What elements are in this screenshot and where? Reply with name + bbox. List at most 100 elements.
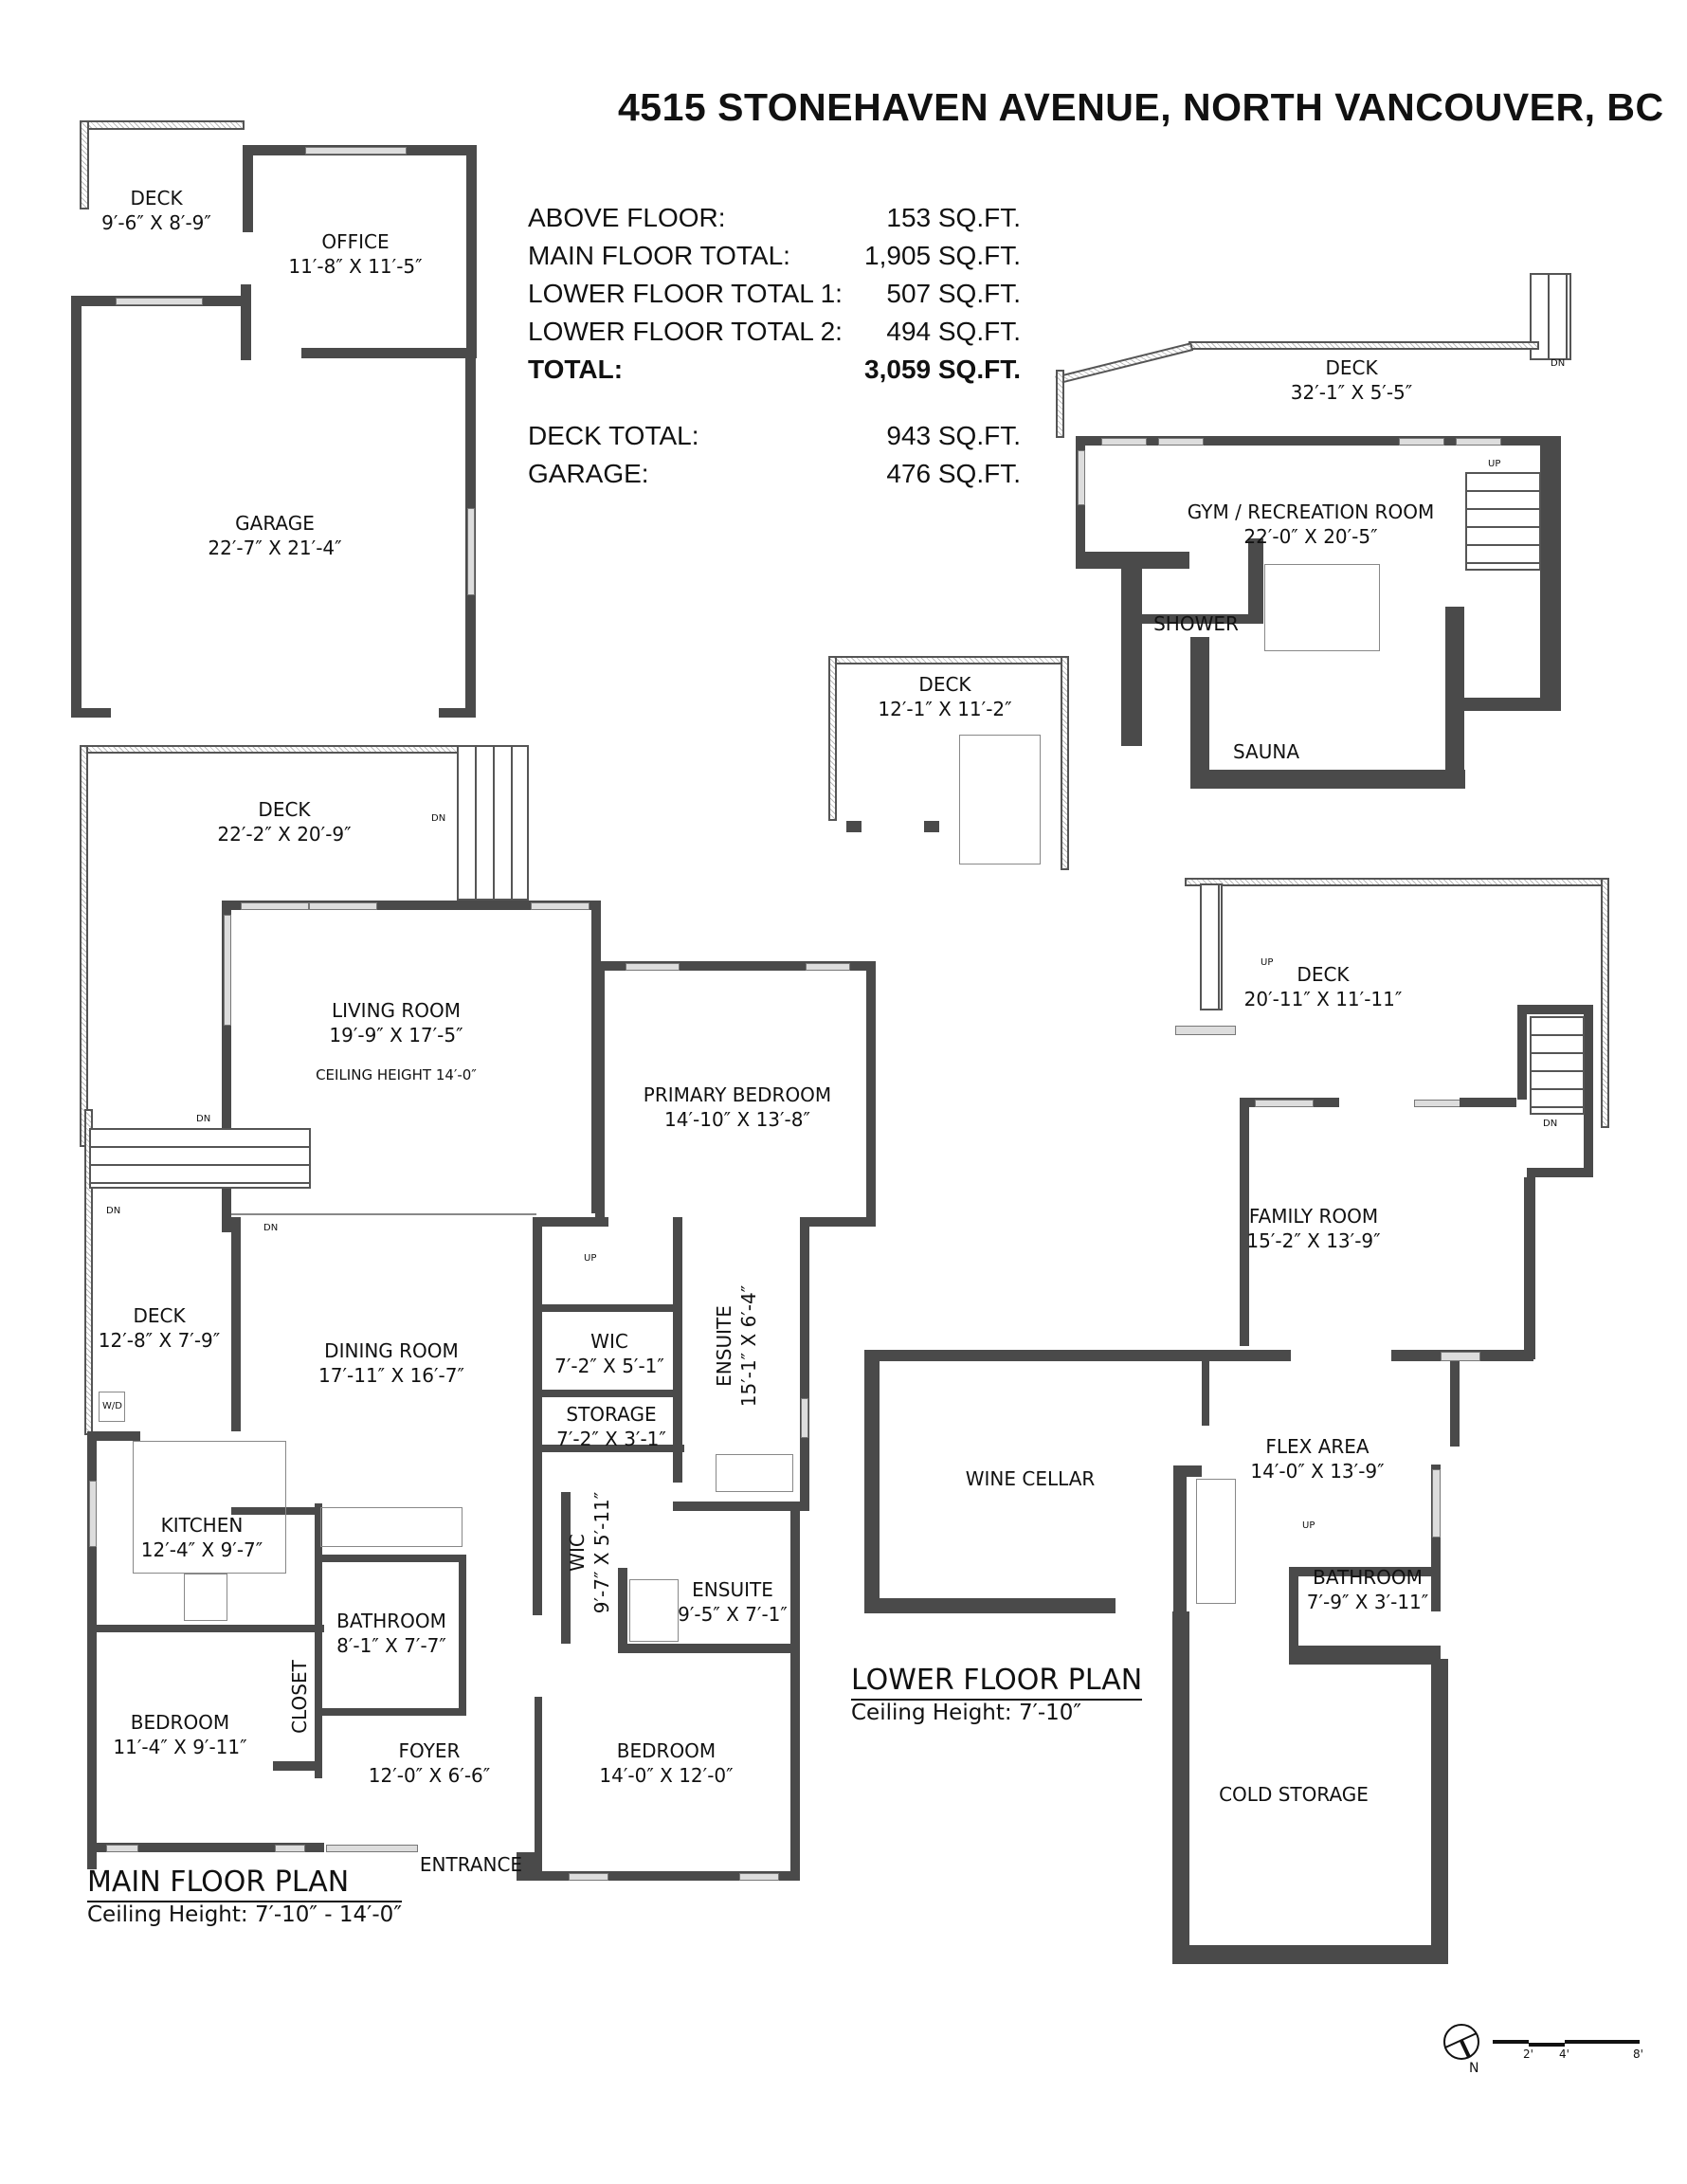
wall — [533, 1217, 608, 1227]
wall — [1517, 1005, 1593, 1014]
window — [806, 963, 850, 971]
room-cold-storage: COLD STORAGE — [1219, 1783, 1369, 1806]
wall — [1289, 1567, 1298, 1662]
window — [116, 298, 203, 305]
wall — [87, 1843, 324, 1852]
area-value: 943 SQ.FT. — [886, 421, 1021, 450]
wall — [1190, 637, 1209, 789]
wall — [1172, 1611, 1189, 1962]
area-value: 1,905 SQ.FT. — [864, 241, 1021, 270]
stair-dn-label: DN — [106, 1206, 121, 1216]
wall — [864, 1350, 1239, 1361]
room-closet: CLOSET — [288, 1660, 311, 1734]
wall — [231, 1217, 241, 1431]
area-label: ABOVE FLOOR: — [528, 203, 726, 232]
wall — [241, 284, 251, 360]
scale-tick: 2' — [1523, 2048, 1533, 2061]
wall — [1460, 1098, 1516, 1107]
area-row-lower-2: LOWER FLOOR TOTAL 2:494 SQ.FT. — [528, 313, 1021, 351]
wall — [533, 1304, 675, 1312]
wall — [800, 1217, 809, 1502]
area-label: MAIN FLOOR TOTAL: — [528, 241, 790, 270]
wall — [790, 1511, 800, 1881]
opening-line — [231, 1213, 536, 1215]
main-floor-plan-label: MAIN FLOOR PLAN Ceiling Height: 7′-10″ -… — [87, 1866, 402, 1927]
stair-dn-label: DN — [1543, 1119, 1558, 1129]
window — [1255, 1100, 1314, 1107]
room-shower: SHOWER — [1153, 612, 1239, 635]
wall — [273, 1761, 322, 1771]
wall — [1431, 1659, 1448, 1962]
stair-up-label: UP — [584, 1253, 597, 1264]
wall — [222, 901, 601, 910]
lower-floor-plan-label: LOWER FLOOR PLAN Ceiling Height: 7′-10″ — [851, 1664, 1143, 1725]
window — [275, 1845, 305, 1852]
wall — [1076, 436, 1561, 446]
window — [569, 1873, 608, 1881]
counter — [320, 1507, 463, 1547]
property-address: 4515 STONEHAVEN AVENUE, NORTH VANCOUVER,… — [618, 85, 1664, 129]
wall — [533, 1217, 542, 1615]
wall — [1121, 614, 1263, 624]
wall — [618, 1644, 798, 1653]
deck-railing — [80, 120, 89, 209]
deck-railing — [1185, 878, 1609, 886]
stair-dn-label: DN — [1551, 358, 1566, 369]
wall — [315, 1555, 466, 1562]
stair-dn-label: DN — [263, 1223, 279, 1233]
wall — [618, 1568, 627, 1653]
post — [846, 821, 862, 832]
wall — [1445, 698, 1561, 711]
window — [531, 902, 590, 910]
wall — [315, 1708, 466, 1716]
kitchen-counter — [133, 1441, 286, 1574]
window — [1432, 1469, 1441, 1538]
wall — [315, 1503, 322, 1627]
deck-railing — [1188, 341, 1539, 350]
area-summary-table: ABOVE FLOOR:153 SQ.FT. MAIN FLOOR TOTAL:… — [528, 199, 1021, 493]
washer-dryer-label: W/D — [102, 1401, 122, 1411]
wall — [1524, 1177, 1535, 1359]
window — [467, 508, 475, 595]
wall — [71, 708, 111, 718]
window — [1101, 438, 1147, 446]
deck-railing — [1055, 342, 1194, 385]
area-row-deck: DECK TOTAL:943 SQ.FT. — [528, 417, 1021, 455]
stairs — [457, 745, 529, 901]
stair-dn-label: DN — [431, 813, 446, 824]
wall — [533, 1445, 684, 1452]
wall — [301, 348, 477, 358]
wall — [1540, 436, 1561, 711]
wall — [1289, 1646, 1441, 1665]
wall — [87, 1625, 324, 1632]
window — [801, 1398, 808, 1438]
hot-tub-outline — [1264, 564, 1380, 651]
wall — [864, 1598, 1116, 1613]
room-entrance: ENTRANCE — [419, 1853, 523, 1876]
wall — [535, 1871, 800, 1881]
shower — [629, 1579, 679, 1642]
washer-dryer — [99, 1392, 125, 1422]
window — [89, 1481, 97, 1547]
stair-up-label: UP — [1488, 459, 1501, 469]
wall — [231, 1507, 321, 1515]
wall — [1450, 1361, 1460, 1447]
area-row-total: TOTAL:3,059 SQ.FT. — [528, 351, 1021, 389]
